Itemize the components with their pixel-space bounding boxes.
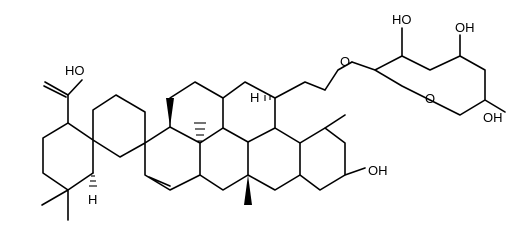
ring-a-bonds — [222, 81, 346, 191]
methyl-bonds — [166, 98, 346, 205]
glycosidic-oxygen: O — [340, 54, 350, 69]
ring-d-bonds — [92, 94, 146, 158]
hashed-h-c18 — [89, 175, 97, 187]
ch2-o-bond — [324, 61, 353, 91]
oh-c3-label: OH — [368, 163, 388, 178]
h-label-top: H — [250, 90, 259, 105]
oh-label-2: HO — [392, 12, 412, 27]
ring-c-bonds — [144, 126, 201, 191]
oh-label-4: OH — [483, 110, 503, 125]
ring-e-bonds — [42, 122, 94, 191]
carboxyl-oh-label: HO — [65, 63, 85, 78]
xylose-ring-bonds — [351, 55, 486, 116]
hashed-h-c5 — [264, 95, 271, 101]
oh-c3-bond — [344, 167, 366, 176]
h-label-bottom: H — [88, 192, 97, 207]
ring-oxygen: O — [425, 91, 435, 106]
hashed-methyl-c14 — [194, 122, 206, 142]
xylose-hydroxyl-bonds — [401, 27, 506, 113]
ring-b-bonds — [169, 81, 249, 191]
oh-label-3: OH — [455, 20, 475, 35]
gem-dimethyl-bonds — [41, 189, 69, 221]
carboxyl-group — [43, 79, 83, 124]
